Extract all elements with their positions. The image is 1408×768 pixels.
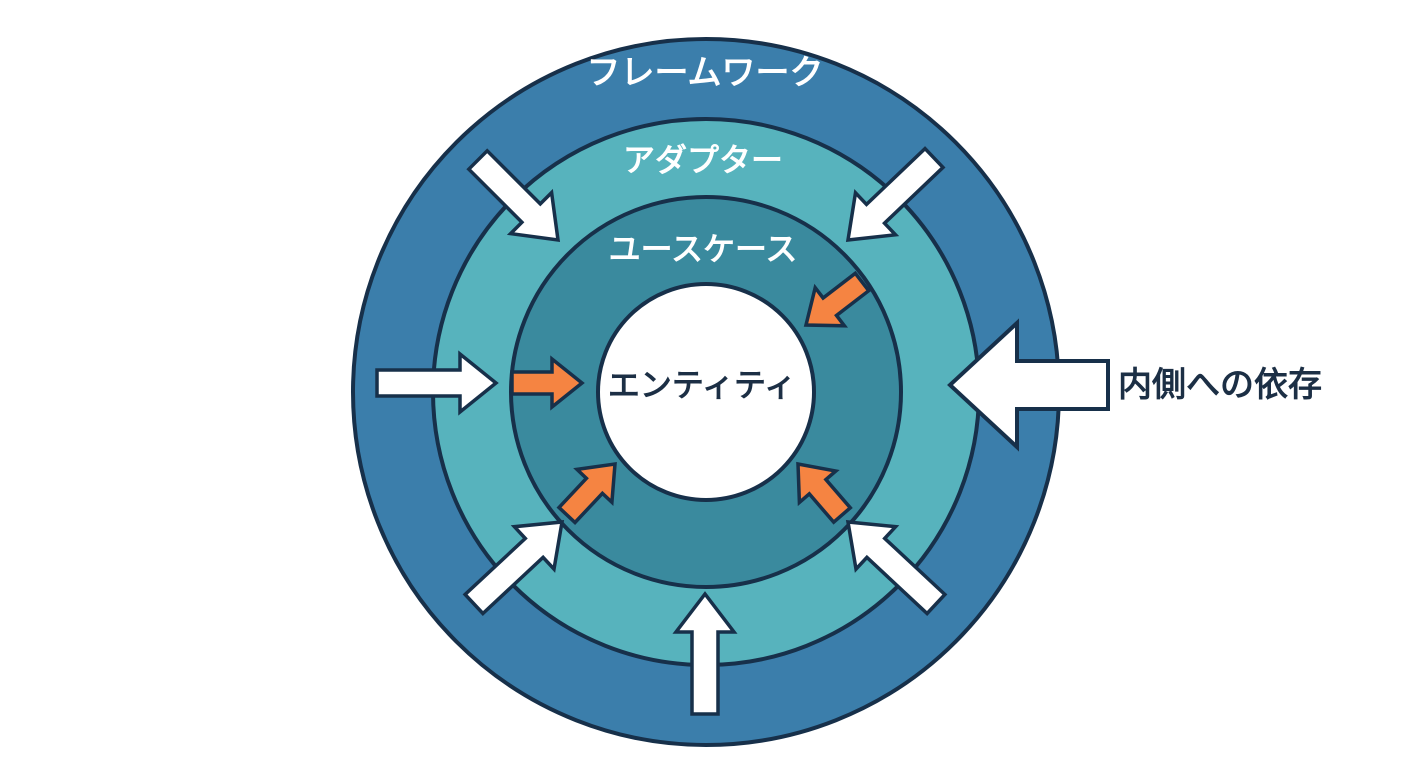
outer-arrow-bottom-left xyxy=(462,520,565,616)
adapter-label: アダプター xyxy=(623,141,783,179)
outer-arrow-top-left xyxy=(466,148,561,243)
outer-arrow-top-right xyxy=(845,146,946,242)
legend-label: 内側への依存 xyxy=(1118,365,1322,405)
outer-arrow-bottom xyxy=(672,591,738,716)
inner-arrow-bottom-left xyxy=(556,461,617,525)
inner-arrow-left xyxy=(510,355,585,411)
legend-arrow xyxy=(947,318,1110,452)
framework-label: フレームワーク xyxy=(587,53,824,93)
outer-arrow-left xyxy=(375,350,499,416)
inner-arrow-bottom-right xyxy=(796,461,853,525)
entity-core xyxy=(596,282,816,502)
entity-label: エンティティ xyxy=(608,366,796,404)
inner-arrow-top-right xyxy=(803,270,872,328)
dependency-arrows xyxy=(375,146,948,716)
outer-arrow-bottom-right xyxy=(845,520,948,616)
usecase-label: ユースケース xyxy=(609,230,798,268)
